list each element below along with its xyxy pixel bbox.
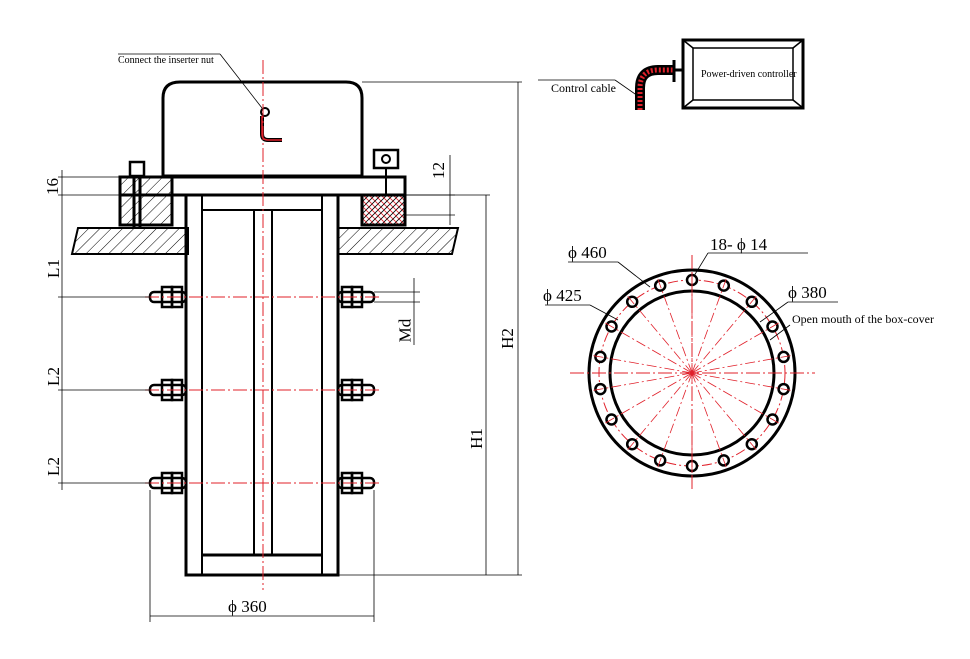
dim-Md: Md (395, 318, 415, 343)
radial-center-line (691, 322, 780, 374)
dim-H2: H2 (497, 328, 517, 349)
control-cable (538, 60, 683, 110)
dim-16: 16 (43, 178, 62, 195)
dimension-lines (58, 53, 522, 622)
radial-center-line (691, 295, 758, 374)
radial-center-line (592, 355, 693, 374)
radial-center-line (604, 322, 693, 374)
power-controller-box (681, 38, 805, 110)
box-base-plate-right (337, 227, 460, 255)
dim-12: 12 (429, 162, 448, 179)
dim-phi-425: ϕ 425 (543, 286, 582, 305)
open-mouth-label: Open mouth of the box-cover (792, 312, 934, 326)
box-base-plate (70, 227, 189, 255)
radial-center-line (691, 372, 780, 424)
dim-phi-380: ϕ 380 (788, 283, 827, 302)
dim-L2-upper: L2 (43, 367, 63, 386)
dim-H1: H1 (466, 428, 486, 449)
top-view (545, 252, 838, 492)
dim-phi-360: ϕ 360 (228, 597, 267, 616)
main-body-outer (184, 193, 340, 577)
power-controller-label: Power-driven controller (701, 69, 797, 80)
radial-center-line (592, 372, 693, 391)
left-packing (118, 175, 174, 227)
radial-center-line (626, 295, 693, 374)
right-flange-bolt (372, 148, 400, 195)
radial-center-line (691, 372, 792, 391)
dim-L1: L1 (43, 259, 63, 278)
left-flange-bolt (128, 160, 146, 228)
dim-L2-lower: L2 (43, 457, 63, 476)
radial-center-line (657, 277, 693, 374)
inserter-nut-icon (260, 107, 282, 142)
radial-center-line (691, 372, 758, 451)
radial-center-line (691, 277, 727, 374)
top-cover (161, 80, 364, 178)
radial-center-line (691, 355, 792, 374)
dim-bolt-holes: 18- ϕ 14 (710, 235, 768, 254)
dim-phi-460: ϕ 460 (568, 243, 607, 262)
radial-center-line (657, 372, 693, 469)
radial-center-line (691, 372, 727, 469)
right-packing (360, 193, 407, 227)
connect-nut-label: Connect the inserter nut (118, 55, 214, 66)
radial-center-line (626, 372, 693, 451)
control-cable-label: Control cable (551, 81, 616, 95)
radial-center-line (604, 372, 693, 424)
